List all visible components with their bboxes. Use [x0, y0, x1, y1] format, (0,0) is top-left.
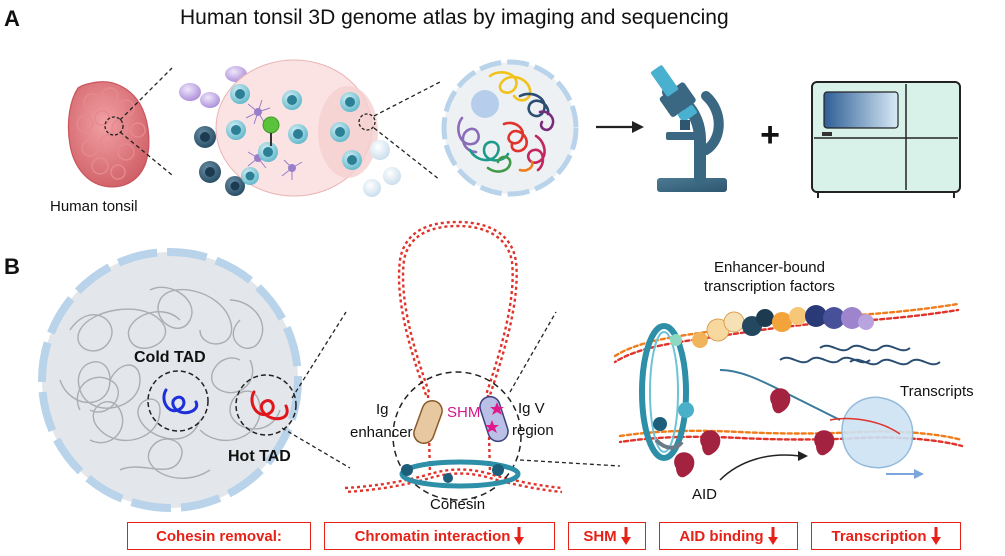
aid-label: AID: [692, 486, 718, 503]
cohesin-removal-box: Cohesin removal:: [127, 522, 311, 550]
hot-tad-label: Hot TAD: [228, 448, 291, 465]
decrease-arrow-icon: [514, 527, 525, 545]
cohesin-removal-text: Cohesin removal:: [156, 527, 282, 545]
shm-effect-text: SHM: [583, 527, 617, 545]
aid-binding-text: AID binding: [679, 527, 764, 545]
germinal-center-follicle: [215, 59, 378, 197]
cold-tad-label: Cold TAD: [134, 349, 206, 366]
transcription-complex: [613, 302, 964, 481]
tf-label-1: Enhancer-bound: [714, 259, 825, 276]
panel-label-a: A: [4, 6, 20, 31]
chromatin-interaction-text: Chromatin interaction: [354, 527, 511, 545]
ig-enhancer-label-2: enhancer: [350, 424, 413, 441]
chromatin-interaction-box: Chromatin interaction: [324, 522, 555, 550]
plus-sign: +: [760, 116, 780, 154]
decrease-arrow-icon: [620, 527, 631, 545]
tonsil-illustration: [67, 81, 150, 188]
dna-loop-cohesin: [344, 220, 563, 501]
panel-label-b: B: [4, 254, 20, 279]
shm-label: SHM: [447, 404, 481, 421]
immune-cells-scatter: [179, 66, 247, 196]
sequencer-icon: [811, 81, 961, 198]
ig-enhancer-label-1: Ig: [376, 401, 389, 418]
decrease-arrow-icon: [930, 527, 941, 545]
transcription-box: Transcription: [811, 522, 961, 550]
figure-title: Human tonsil 3D genome atlas by imaging …: [180, 6, 729, 29]
tonsil-label: Human tonsil: [50, 198, 138, 215]
transcripts-label: Transcripts: [900, 383, 974, 400]
cohesin-label: Cohesin: [430, 496, 486, 513]
decrease-arrow-icon: [767, 527, 778, 545]
tf-label-2: transcription factors: [704, 278, 835, 295]
nucleus-chromosome-territories: [441, 59, 579, 197]
microscope-icon: [650, 65, 727, 192]
nucleus-tad-illustration: [38, 248, 302, 512]
pale-cells: [363, 140, 401, 197]
transcription-text: Transcription: [831, 527, 927, 545]
ig-v-label-1: Ig V: [518, 400, 545, 417]
aid-binding-box: AID binding: [659, 522, 798, 550]
shm-box: SHM: [568, 522, 646, 550]
arrow-to-microscope: [596, 121, 644, 133]
ig-v-label-2: region: [512, 422, 554, 439]
